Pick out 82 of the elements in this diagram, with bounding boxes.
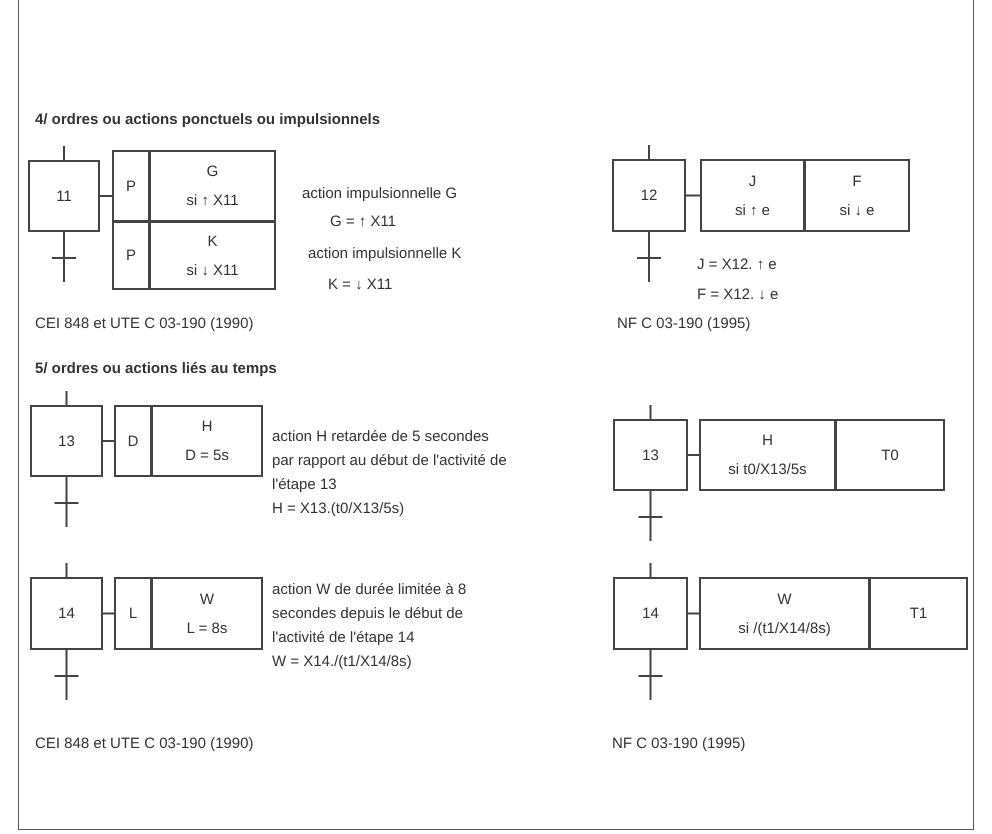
flow-line xyxy=(648,232,650,282)
action-box xyxy=(151,577,263,650)
action-box xyxy=(149,150,276,222)
step-number: 13 xyxy=(642,446,659,464)
step-box xyxy=(613,419,688,491)
link-line xyxy=(688,612,699,614)
flow-line xyxy=(650,650,652,700)
step-box xyxy=(30,405,103,477)
formula: H = X13.(t0/X13/5s) xyxy=(272,499,406,519)
action-name: T0 xyxy=(881,446,899,464)
step-number: 14 xyxy=(58,605,75,622)
link-line xyxy=(103,612,114,614)
standard-reference: NF C 03-190 (1995) xyxy=(612,734,746,754)
action-box xyxy=(804,159,910,232)
step-number: 14 xyxy=(642,605,659,622)
action-box xyxy=(835,419,945,491)
step-number: 11 xyxy=(56,188,72,204)
standard-reference: NF C 03-190 (1995) xyxy=(617,314,750,334)
flow-line xyxy=(66,563,68,577)
step-box xyxy=(28,160,100,232)
step-box xyxy=(613,577,688,650)
action-name: T1 xyxy=(910,605,928,622)
link-line xyxy=(100,195,112,197)
action-box xyxy=(699,419,836,491)
formula: F = X12. ↓ e xyxy=(697,285,778,305)
action-box xyxy=(151,405,263,477)
action-condition: si ↑ X11 xyxy=(186,192,239,209)
qualifier-box xyxy=(114,405,152,477)
action-qualifier: P xyxy=(126,178,136,194)
action-condition: D = 5s xyxy=(185,447,229,464)
action-box xyxy=(700,159,805,232)
action-name: H xyxy=(202,418,212,435)
standard-reference: CEI 848 et UTE C 03-190 (1990) xyxy=(35,314,254,334)
flow-line xyxy=(66,477,68,527)
action-name: G xyxy=(206,163,218,180)
step-number: 12 xyxy=(640,187,658,204)
step-box xyxy=(612,159,686,232)
explanation-text: action H retardée de 5 secondes par rapport au début de l'activité de l'étape 13 xyxy=(272,427,508,495)
flow-line xyxy=(650,563,652,577)
action-name: J xyxy=(748,172,756,190)
action-name: F xyxy=(852,172,862,190)
link-line xyxy=(686,194,700,196)
flow-line xyxy=(63,232,65,282)
flow-line xyxy=(63,146,65,160)
formula: K = ↓ X11 xyxy=(328,275,392,295)
formula: W = X14./(t1/X14/8s) xyxy=(272,652,413,672)
flow-line xyxy=(66,391,68,405)
action-condition: si ↓ X11 xyxy=(186,262,239,278)
action-condition: L = 8s xyxy=(186,620,228,636)
step-box xyxy=(30,577,103,650)
qualifier-box xyxy=(112,221,150,290)
explanation-text: action impulsionnelle K xyxy=(308,244,462,264)
flow-line xyxy=(650,405,652,419)
explanation-text: action W de durée limitée à 8 secondes depuis le début de l'activité de l'étape 14 xyxy=(272,580,468,648)
link-line xyxy=(103,440,114,442)
action-box xyxy=(149,221,276,290)
action-qualifier: D xyxy=(128,432,138,450)
formula: J = X12. ↑ e xyxy=(697,255,777,275)
step-number: 13 xyxy=(58,432,75,450)
action-name: K xyxy=(207,232,218,250)
section-heading: 4/ ordres ou actions ponctuels ou impulsionnels xyxy=(35,110,380,130)
action-box xyxy=(869,577,968,650)
flow-line xyxy=(648,145,650,159)
action-name: H xyxy=(762,432,773,449)
link-line xyxy=(688,454,699,456)
action-condition: si ↓ e xyxy=(839,202,874,218)
qualifier-box xyxy=(114,577,152,650)
action-name: W xyxy=(200,590,214,608)
action-qualifier: P xyxy=(126,247,136,264)
action-condition: si /(t1/X14/8s) xyxy=(738,620,831,636)
standard-reference: CEI 848 et UTE C 03-190 (1990) xyxy=(35,734,254,754)
action-name: W xyxy=(777,590,792,608)
section-heading: 5/ ordres ou actions liés au temps xyxy=(35,359,277,379)
action-condition: si ↑ e xyxy=(734,202,770,218)
action-qualifier: L xyxy=(128,605,138,622)
action-box xyxy=(699,577,870,650)
flow-line xyxy=(66,650,68,700)
qualifier-box xyxy=(112,150,150,222)
explanation-text: action impulsionnelle G xyxy=(302,184,458,204)
formula: G = ↑ X11 xyxy=(330,212,396,232)
action-condition: si t0/X13/5s xyxy=(728,461,807,478)
flow-line xyxy=(650,491,652,541)
